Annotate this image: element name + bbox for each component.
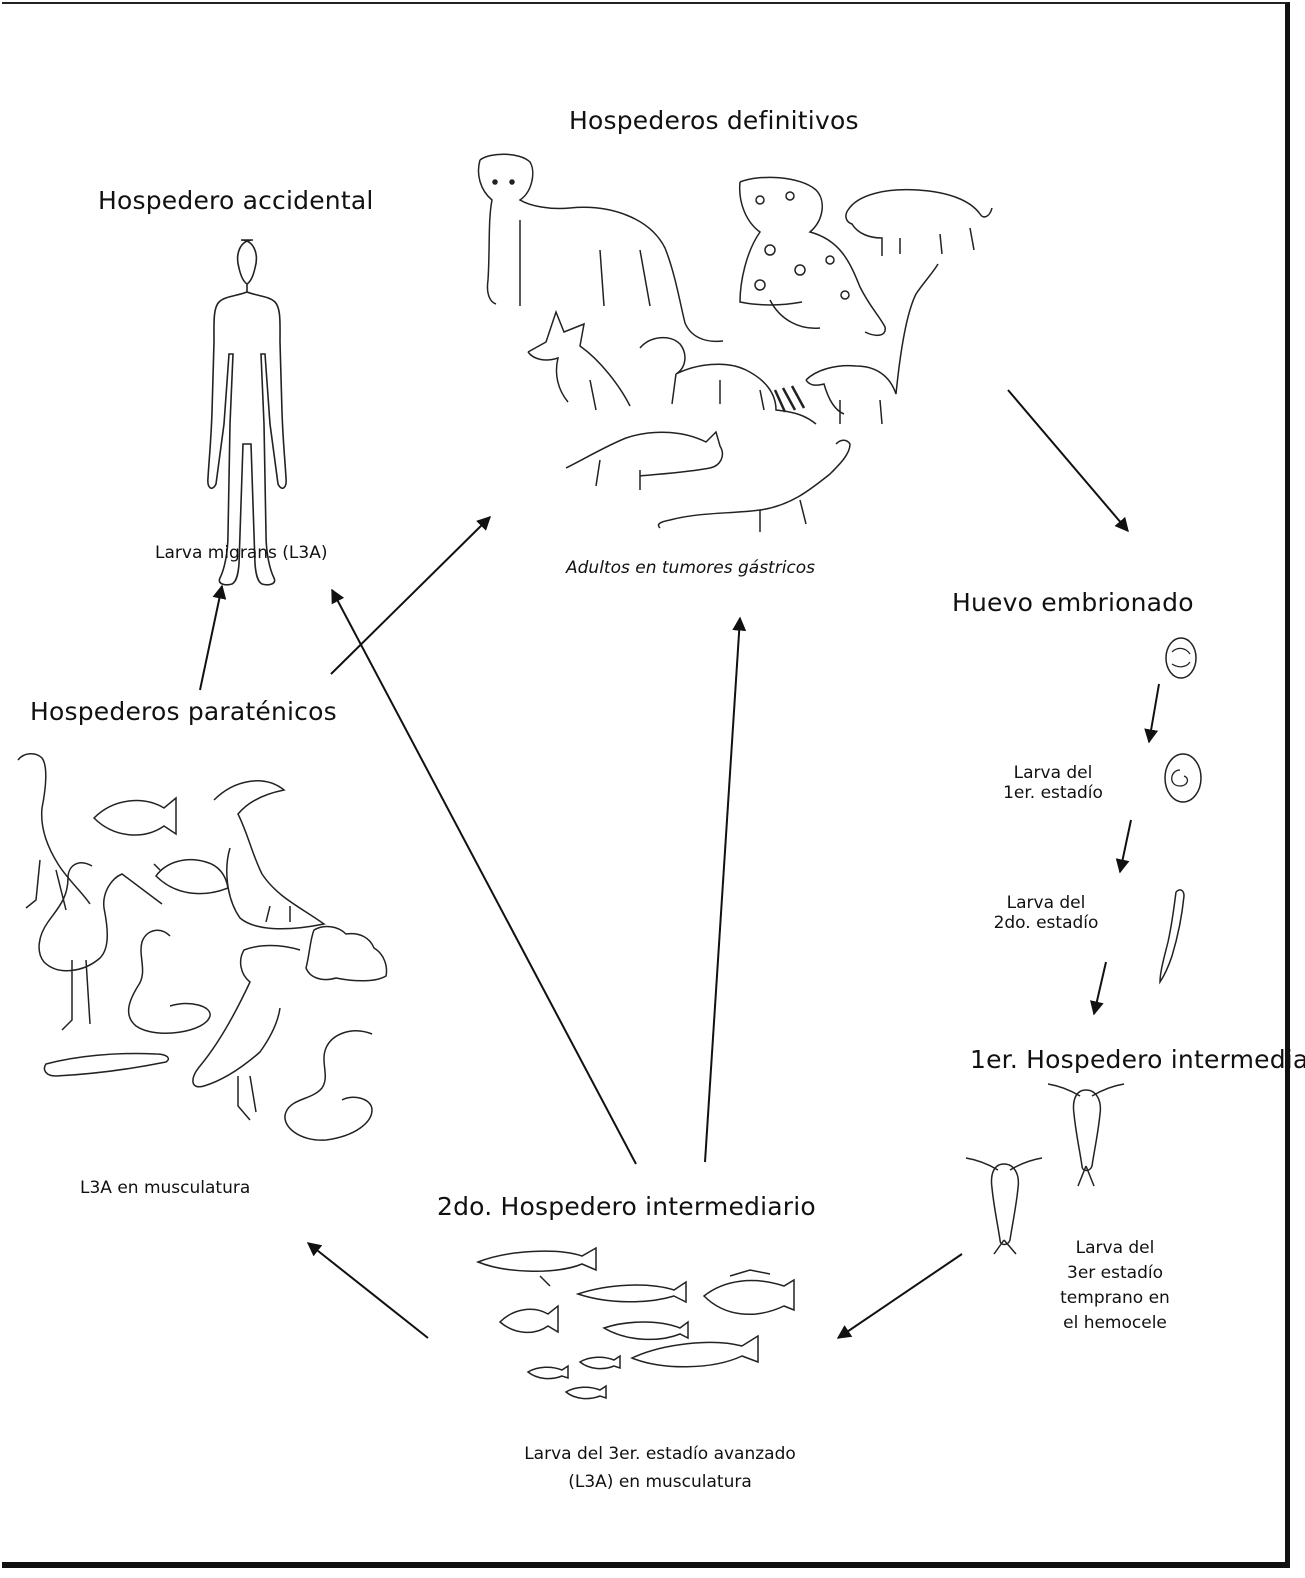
- snake-icon: [129, 930, 211, 1033]
- first-intermediate-note-line2: 3er estadío: [1040, 1261, 1190, 1286]
- arrow-second-intermediate-to-definitive: [705, 618, 740, 1162]
- puma-icon: [479, 154, 724, 341]
- definitive-hosts-note: Adultos en tumores gástricos: [566, 558, 815, 578]
- rodent-icon: [154, 860, 228, 894]
- larva2-label: Larva del 2do. estadío: [976, 893, 1116, 933]
- fish-icon: [704, 1270, 794, 1314]
- larva1-label: Larva del 1er. estadío: [998, 763, 1108, 803]
- pig-icon: [846, 190, 992, 256]
- arrow-first-to-second-intermediate: [838, 1254, 962, 1338]
- jaguar-icon: [740, 177, 886, 335]
- arrow-paratenic-to-definitive: [331, 517, 490, 674]
- fish-icon: [528, 1366, 568, 1379]
- second-intermediate-note-line1: Larva del 3er. estadío avanzado: [450, 1440, 870, 1468]
- first-intermediate-note-line3: temprano en: [1040, 1286, 1190, 1311]
- arrow-second-intermediate-to-paratenic: [308, 1243, 428, 1338]
- first-stage-larva-egg-icon: [1165, 754, 1201, 802]
- second-intermediate-note: Larva del 3er. estadío avanzado (L3A) en…: [450, 1440, 870, 1496]
- coati-icon: [806, 264, 938, 424]
- weasel-icon: [658, 440, 850, 532]
- fish-icon: [500, 1306, 558, 1332]
- fish-icon: [580, 1356, 620, 1369]
- embryonated-egg-icon: [1166, 638, 1196, 678]
- fish-icon: [94, 798, 176, 835]
- stork-icon: [39, 863, 162, 1030]
- arrow-second-intermediate-to-accidental: [332, 590, 636, 1164]
- fish-icon: [604, 1322, 688, 1339]
- copepod-icon: [966, 1158, 1042, 1254]
- arrow-egg-to-larva1: [1149, 684, 1159, 742]
- first-intermediate-note-line1: Larva del: [1040, 1236, 1190, 1261]
- fish-icon: [632, 1336, 758, 1367]
- first-intermediate-note-line4: el hemocele: [1040, 1311, 1190, 1336]
- arrow-paratenic-to-accidental: [200, 586, 222, 690]
- arrow-larva2-to-first-intermediate: [1094, 962, 1106, 1014]
- first-intermediate-note: Larva del 3er estadío temprano en el hem…: [1040, 1236, 1190, 1336]
- larva1-label-line1: Larva del: [998, 763, 1108, 783]
- second-intermediate-title: 2do. Hospedero intermediario: [437, 1192, 816, 1221]
- larva2-label-line1: Larva del: [976, 893, 1116, 913]
- coiled-snake-icon: [285, 1031, 372, 1140]
- larva1-label-line2: 1er. estadío: [998, 783, 1108, 803]
- eel-icon: [44, 1053, 168, 1076]
- definitive-hosts-title: Hospederos definitivos: [569, 106, 859, 135]
- cat-icon: [566, 432, 722, 490]
- arrow-larva1-to-larva2: [1120, 820, 1131, 872]
- first-intermediate-title: 1er. Hospedero intermediario: [970, 1045, 1305, 1074]
- frog-icon: [306, 927, 387, 981]
- larva2-label-line2: 2do. estadío: [976, 913, 1116, 933]
- fish-icon: [566, 1386, 606, 1399]
- paratenic-hosts-note: L3A en musculatura: [80, 1178, 250, 1198]
- human-figure-icon: [208, 240, 286, 585]
- arrow-definitive-to-egg: [1008, 390, 1128, 531]
- fish-icon: [478, 1248, 596, 1286]
- second-stage-larva-icon: [1160, 890, 1184, 982]
- heron-icon: [18, 754, 90, 910]
- egret-icon: [193, 946, 300, 1121]
- accidental-host-title: Hospedero accidental: [98, 186, 374, 215]
- egg-title: Huevo embrionado: [952, 588, 1194, 617]
- accidental-host-note: Larva migrans (L3A): [155, 543, 327, 563]
- paratenic-hosts-title: Hospederos paraténicos: [30, 697, 337, 726]
- fox-icon: [528, 312, 630, 410]
- pelican-icon: [214, 781, 324, 929]
- copepod-icon: [1048, 1084, 1124, 1186]
- fish-icon: [578, 1282, 686, 1302]
- second-intermediate-note-line2: (L3A) en musculatura: [450, 1468, 870, 1496]
- raccoon-icon: [640, 338, 816, 424]
